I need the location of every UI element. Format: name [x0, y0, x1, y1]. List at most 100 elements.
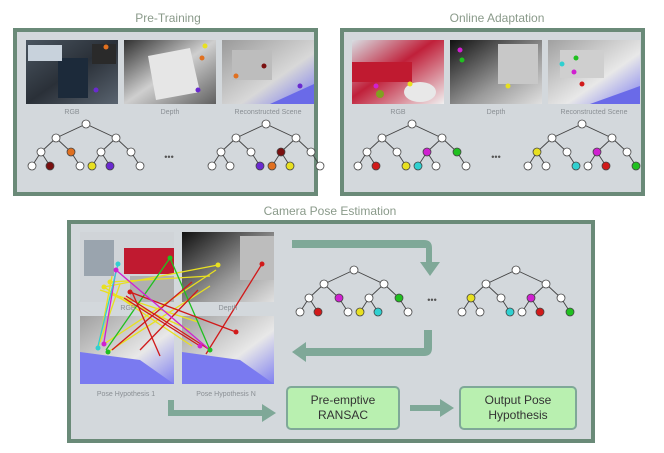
pretraining-rgb-label: RGB [64, 109, 80, 116]
tree-edge [323, 269, 355, 285]
tree-node [291, 133, 301, 143]
tree-node [231, 133, 241, 143]
tree-leaf-magenta [526, 293, 536, 303]
tree-node [523, 161, 533, 171]
tree-node [496, 293, 506, 303]
tree-leaf-purple [105, 161, 115, 171]
pretraining-images [26, 40, 314, 104]
tree-node [541, 279, 551, 289]
arrow-to-ransac [168, 400, 276, 422]
tree-node [377, 133, 387, 143]
tree-node [315, 161, 325, 171]
tree-node [437, 133, 447, 143]
tree-edge [381, 123, 413, 139]
flow-arrows [168, 240, 454, 422]
tree-node [461, 161, 471, 171]
tree-node [27, 161, 37, 171]
tree-edge [353, 269, 385, 285]
tree-leaf-green [452, 147, 462, 157]
tree-leaf-green [394, 293, 404, 303]
pretraining-scene-label: Reconstructed Scene [235, 109, 302, 116]
tree-node [295, 307, 305, 317]
tree-leaf-red [535, 307, 545, 317]
tree-leaf-yellow [285, 161, 295, 171]
tree-leaf-yellow [466, 293, 476, 303]
pose-images [80, 232, 274, 384]
tree-edge [515, 269, 547, 285]
tree-edge [55, 123, 87, 139]
adaptation-tree-2 [523, 119, 641, 171]
tree-node [475, 307, 485, 317]
adaptation-depth-label: Depth [487, 109, 506, 116]
tree-node [96, 147, 106, 157]
tree-leaf-cyan [373, 307, 383, 317]
arrow-to-trees [292, 240, 440, 276]
output-box [459, 386, 577, 430]
tree-node [511, 265, 521, 275]
tree-leaf-green [631, 161, 641, 171]
tree-node [364, 293, 374, 303]
tree-node [304, 293, 314, 303]
pose-ellipsis: ••• [427, 295, 436, 305]
ransac-box [286, 386, 400, 430]
adaptation-tree-1 [353, 119, 471, 171]
tree-leaf-magenta [592, 147, 602, 157]
tree-leaf-yellow [87, 161, 97, 171]
correspondence-points [95, 255, 265, 355]
ransac-label-line1: Pre-emptive [311, 393, 376, 407]
tree-node [75, 161, 85, 171]
tree-node [562, 147, 572, 157]
tree-node [407, 119, 417, 129]
tree-node [126, 147, 136, 157]
pose-tree-1 [295, 265, 413, 317]
tree-node [216, 147, 226, 157]
tree-node [36, 147, 46, 157]
tree-node [349, 265, 359, 275]
pose-hyp1-label: Pose Hypothesis 1 [97, 391, 155, 398]
tree-node [306, 147, 316, 157]
tree-leaf-magenta [422, 147, 432, 157]
pretraining-depth-label: Depth [161, 109, 180, 116]
tree-leaf-yellow [532, 147, 542, 157]
tree-edge [551, 123, 583, 139]
pose-hypN-label: Pose Hypothesis N [196, 391, 256, 398]
tree-leaf-darkred [276, 147, 286, 157]
tree-leaf-yellow [355, 307, 365, 317]
tree-node [622, 147, 632, 157]
tree-node [541, 161, 551, 171]
tree-edge [485, 269, 517, 285]
tree-node [51, 133, 61, 143]
arrow-from-trees [292, 330, 432, 362]
tree-leaf-orange [267, 161, 277, 171]
adaptation-title: Online Adaptation [449, 11, 545, 25]
tree-leaf-orange [66, 147, 76, 157]
tree-edge [85, 123, 117, 139]
tree-leaf-red [371, 161, 381, 171]
tree-node [583, 161, 593, 171]
tree-leaf-darkred [45, 161, 55, 171]
pose-rgb-label: RGB [120, 305, 136, 312]
tree-edge [235, 123, 267, 139]
tree-node [343, 307, 353, 317]
tree-node [556, 293, 566, 303]
tree-edge [581, 123, 613, 139]
tree-node [379, 279, 389, 289]
output-label-line1: Output Pose [485, 393, 552, 407]
tree-node [135, 161, 145, 171]
tree-edge [411, 123, 443, 139]
tree-node [481, 279, 491, 289]
tree-node [207, 161, 217, 171]
tree-node [81, 119, 91, 129]
tree-leaf-red [601, 161, 611, 171]
pretraining-title: Pre-Training [135, 11, 201, 25]
tree-node [362, 147, 372, 157]
tree-node [607, 133, 617, 143]
output-label-line2: Hypothesis [488, 408, 547, 422]
tree-edge [265, 123, 297, 139]
tree-node [111, 133, 121, 143]
tree-leaf-purple [255, 161, 265, 171]
correspondence-lines [97, 257, 263, 357]
pretraining-ellipsis: ••• [164, 152, 173, 162]
tree-node [261, 119, 271, 129]
adaptation-ellipsis: ••• [491, 152, 500, 162]
